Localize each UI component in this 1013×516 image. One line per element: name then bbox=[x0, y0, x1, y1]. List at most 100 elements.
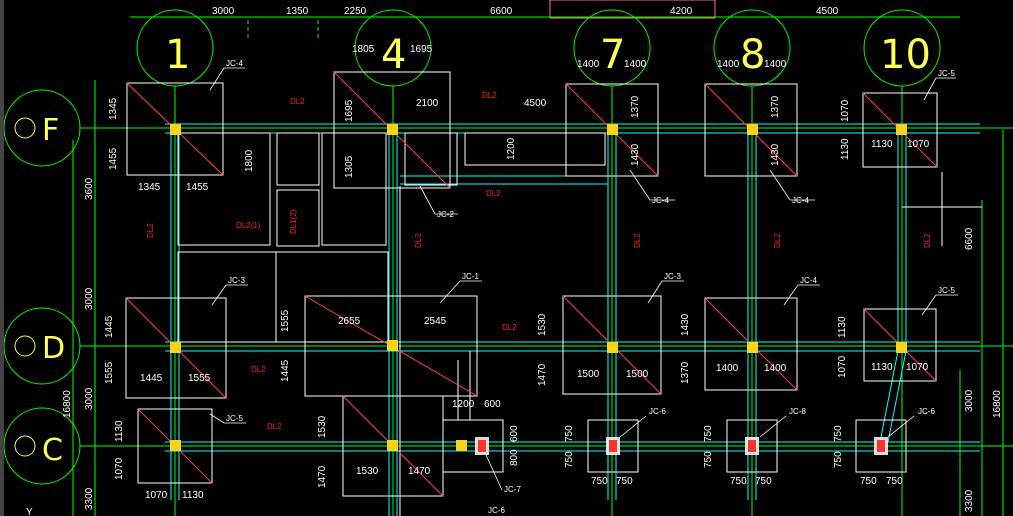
dim-f8-1430-v: 1430 bbox=[770, 143, 781, 166]
dim-f8-1400b: 1400 bbox=[764, 59, 787, 70]
tag-dl1-2: DL1(2) bbox=[289, 209, 298, 234]
dim-d1-1555-v: 1555 bbox=[104, 361, 115, 384]
dim-f4-1695-v: 1695 bbox=[344, 99, 355, 122]
dim-f7-1400b: 1400 bbox=[624, 59, 647, 70]
footing-C5 bbox=[442, 419, 504, 473]
dim-f8-1400a: 1400 bbox=[717, 59, 740, 70]
dim-c4-1470-v: 1470 bbox=[317, 465, 328, 488]
footing-C8 bbox=[726, 419, 778, 473]
dim-d8-1370-v: 1370 bbox=[680, 361, 691, 384]
dim-c7-750-h2: 750 bbox=[616, 476, 633, 487]
dim-f1-1345-h: 1345 bbox=[138, 182, 161, 193]
tag-jc6-c5: JC-6 bbox=[488, 506, 505, 515]
dim-c5-600: 600 bbox=[484, 399, 501, 410]
dim-c10-750-h2: 750 bbox=[886, 476, 903, 487]
corner-mark: Y bbox=[26, 507, 33, 516]
tag-jc5-f10: JC-5 bbox=[938, 69, 955, 78]
axis-label-C: C bbox=[42, 433, 63, 468]
dim-2100: 2100 bbox=[416, 98, 439, 109]
columns bbox=[170, 124, 907, 451]
axis-label-10: 10 bbox=[880, 32, 931, 78]
dim-right-3300: 3300 bbox=[964, 489, 975, 512]
dim-d4-2545: 2545 bbox=[424, 316, 447, 327]
dim-f4-1695: 1695 bbox=[410, 44, 433, 55]
dim-c8-750-h2: 750 bbox=[755, 476, 772, 487]
dim-c5-1200: 1200 bbox=[452, 399, 475, 410]
axis-labels: 1 4 7 8 10 F D C bbox=[42, 32, 931, 468]
dim-f1-1455-v: 1455 bbox=[108, 147, 119, 170]
axis-label-F: F bbox=[42, 113, 59, 148]
dim-c1-1070-v: 1070 bbox=[114, 457, 125, 480]
dim-f7-1430-v: 1430 bbox=[630, 143, 641, 166]
tag-jc8-c8: JC-8 bbox=[789, 407, 806, 416]
crosshair-cursor bbox=[902, 172, 982, 246]
dim-left-3000b: 3000 bbox=[84, 387, 95, 410]
footing-tags: JC-4 JC-4 JC-4 JC-5 JC-2 JC-3 JC-1 JC-3 … bbox=[226, 59, 955, 515]
dim-c8-750-h1: 750 bbox=[730, 476, 747, 487]
dim-2250: 2250 bbox=[344, 6, 367, 17]
dim-right-6600: 6600 bbox=[964, 227, 975, 250]
dim-f10-1070-h: 1070 bbox=[907, 139, 930, 150]
dim-4500: 4500 bbox=[816, 6, 839, 17]
axis-label-8: 8 bbox=[740, 32, 765, 78]
tag-jc1-d4: JC-1 bbox=[462, 272, 479, 281]
top-dimensions: 3000 1350 2250 6600 4200 4500 bbox=[212, 6, 839, 17]
leader-lines bbox=[209, 67, 958, 491]
dim-6600: 6600 bbox=[490, 6, 513, 17]
dim-d7-1500b: 1500 bbox=[626, 369, 649, 380]
dim-c10-750-v2: 750 bbox=[833, 451, 844, 468]
dim-f10-1070-v: 1070 bbox=[840, 99, 851, 122]
dim-c4-1530-h: 1530 bbox=[356, 466, 379, 477]
axis-label-7: 7 bbox=[600, 32, 625, 78]
tag-jc6-c7: JC-6 bbox=[649, 407, 666, 416]
tag-jc4-f1: JC-4 bbox=[226, 59, 243, 68]
tag-dl2-h: DL2 bbox=[923, 233, 932, 248]
axis-label-1: 1 bbox=[165, 32, 190, 78]
dim-1350: 1350 bbox=[286, 6, 309, 17]
dim-c7-750-h1: 750 bbox=[591, 476, 608, 487]
footing-C7 bbox=[587, 419, 639, 473]
footing-C10 bbox=[855, 419, 907, 473]
dim-f10-1130-v: 1130 bbox=[840, 138, 851, 160]
dim-d10-1130-v: 1130 bbox=[837, 316, 848, 338]
dim-c10-750-h1: 750 bbox=[860, 476, 877, 487]
tag-jc5-c1: JC-5 bbox=[226, 414, 243, 423]
dim-c5-600-v: 600 bbox=[509, 425, 520, 442]
dim-c1-1130-h: 1130 bbox=[182, 490, 204, 501]
dim-c8-750-v2: 750 bbox=[703, 451, 714, 468]
dim-d10-1070-v: 1070 bbox=[837, 355, 848, 378]
dimension-texts: 1345 1455 1345 1455 1805 1695 1695 1305 … bbox=[62, 44, 1003, 512]
tag-jc5-d10: JC-5 bbox=[938, 286, 955, 295]
dim-right-16800: 16800 bbox=[992, 390, 1003, 418]
dim-f7-1400a: 1400 bbox=[577, 59, 600, 70]
tag-dl2-b: DL2 bbox=[482, 91, 497, 100]
dim-d10-1130-h: 1130 bbox=[871, 362, 893, 373]
dim-d8-1400b: 1400 bbox=[764, 363, 787, 374]
dim-d1-1445-h: 1445 bbox=[140, 373, 163, 384]
foundation-beams bbox=[165, 123, 980, 516]
dim-c4-1530-v: 1530 bbox=[317, 415, 328, 438]
tag-dl2-c: DL2 bbox=[486, 189, 501, 198]
tag-dl2-g: DL2 bbox=[773, 233, 782, 248]
dim-left-3600: 3600 bbox=[84, 177, 95, 200]
tag-jc2-f4: JC-2 bbox=[437, 210, 454, 219]
dim-c7-750-v1: 750 bbox=[564, 425, 575, 442]
axis-label-4: 4 bbox=[381, 32, 406, 78]
dim-d4-1555-v: 1555 bbox=[280, 309, 291, 332]
pile-markers bbox=[475, 437, 888, 455]
dim-f1-1345-v: 1345 bbox=[108, 97, 119, 120]
tag-jc6-c10: JC-6 bbox=[918, 407, 935, 416]
axis-label-D: D bbox=[42, 331, 65, 366]
tag-jc3-d7: JC-3 bbox=[664, 272, 681, 281]
tag-dl2-a: DL2 bbox=[290, 97, 305, 106]
dim-c8-750-v1: 750 bbox=[703, 425, 714, 442]
dim-d4-1445-v: 1445 bbox=[280, 359, 291, 382]
dim-left-3000: 3000 bbox=[84, 287, 95, 310]
dim-f4-1805: 1805 bbox=[352, 44, 375, 55]
dim-1800-v: 1800 bbox=[244, 149, 255, 172]
dim-3000: 3000 bbox=[212, 6, 235, 17]
dim-d10-1070-h: 1070 bbox=[906, 362, 929, 373]
dim-d4-2655: 2655 bbox=[338, 316, 361, 327]
